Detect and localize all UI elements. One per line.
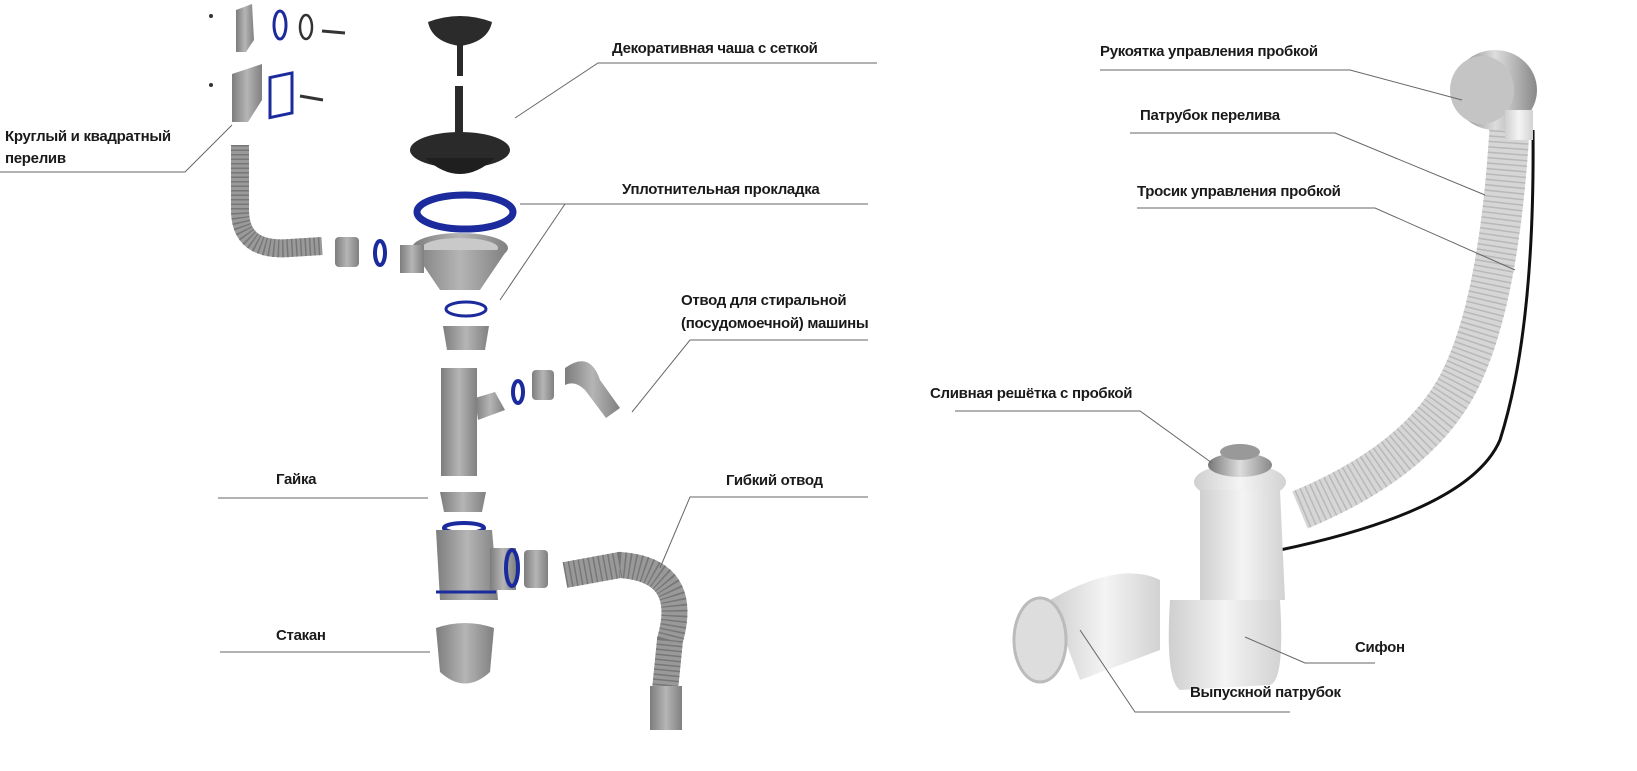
leader-lines <box>0 62 1516 713</box>
label-overflow-line1: Круглый и квадратный <box>5 128 171 145</box>
bath-siphon <box>1012 50 1537 690</box>
label-control-handle: Рукоятка управления пробкой <box>1100 43 1318 60</box>
label-overflow-line2: перелив <box>5 150 66 167</box>
label-siphon: Сифон <box>1355 639 1405 656</box>
label-control-cable: Тросик управления пробкой <box>1137 183 1341 200</box>
label-nut: Гайка <box>276 471 317 488</box>
bottle-trap-parts <box>436 521 688 730</box>
label-overflow-pipe: Патрубок перелива <box>1140 107 1280 124</box>
label-flexible-outlet: Гибкий отвод <box>726 472 823 489</box>
label-drain-grate: Сливная решётка с пробкой <box>930 385 1133 402</box>
label-cup: Стакан <box>276 627 326 644</box>
tee-parts <box>440 361 620 512</box>
label-washer-outlet-line2: (посудомоечной) машины <box>681 315 869 332</box>
label-gasket: Уплотнительная прокладка <box>622 181 820 198</box>
label-washer-outlet-line1: Отвод для стиральной <box>681 292 847 309</box>
label-outlet-pipe: Выпускной патрубок <box>1190 684 1341 701</box>
label-strainer-bowl: Декоративная чаша с сеткой <box>612 40 818 57</box>
strainer-bowl-parts <box>400 16 517 350</box>
overflow-parts <box>209 4 387 267</box>
